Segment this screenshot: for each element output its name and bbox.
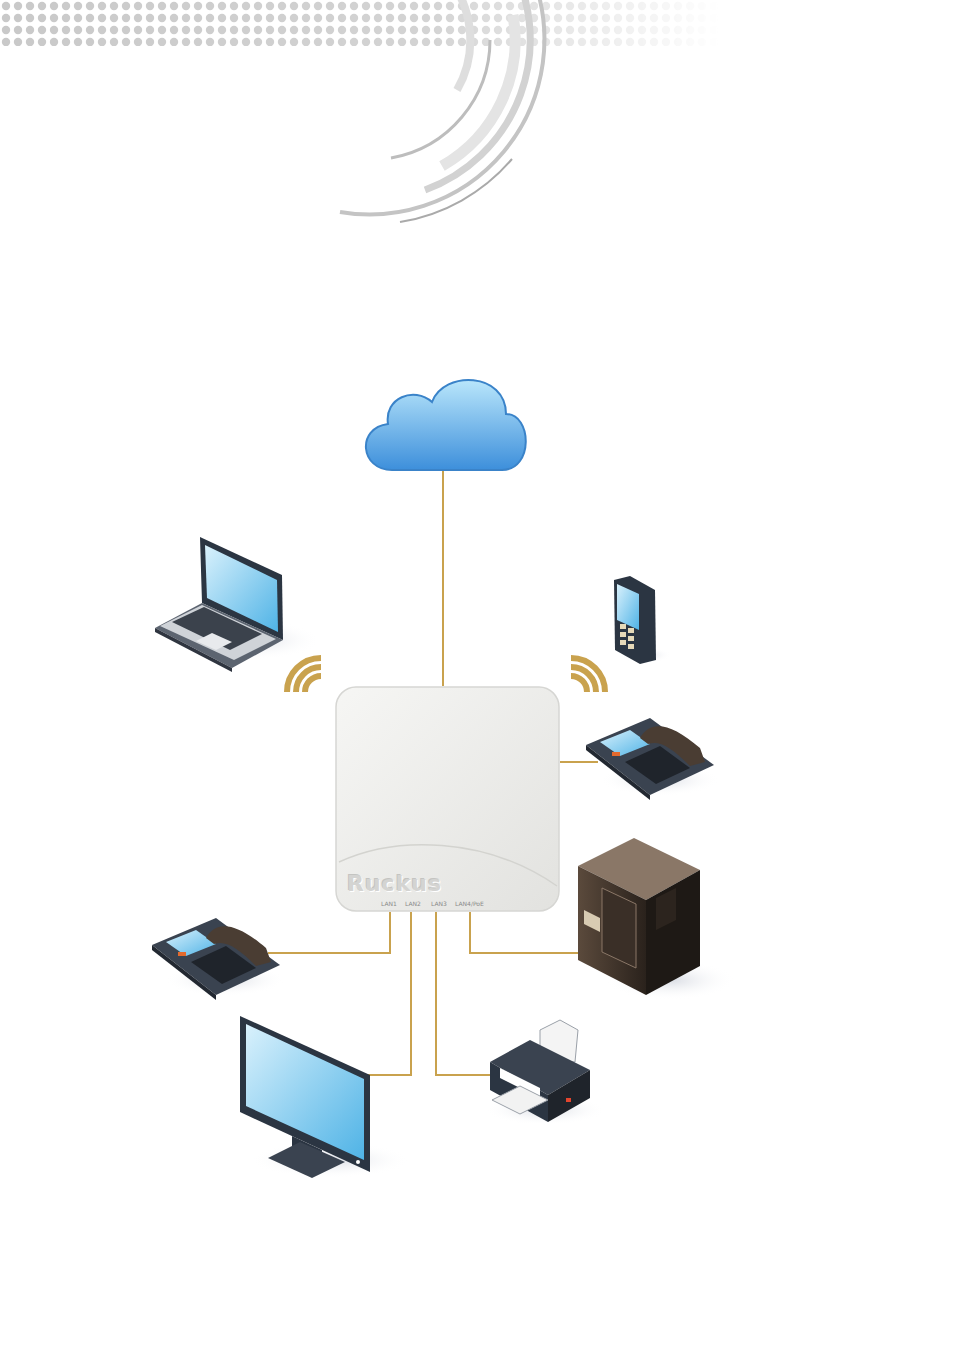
laptop-icon	[155, 537, 320, 672]
access-point-box: RuckusLAN1 LAN2 LAN3 LAN4/PoE	[335, 686, 560, 912]
brand-logo-text: Ruckus	[347, 873, 442, 895]
monitor-icon	[240, 1016, 410, 1178]
cable-lines	[268, 470, 598, 1075]
desk-phone-icon	[152, 918, 285, 1000]
wifi-waves	[287, 646, 605, 692]
port-label: LAN1	[381, 901, 397, 907]
mobile-phone-icon	[614, 576, 671, 664]
port-label: LAN3	[431, 901, 447, 907]
port-label: LAN4/PoE	[455, 901, 484, 907]
dot-band	[0, 0, 720, 46]
header-arcs	[340, 0, 544, 222]
cloud-icon	[366, 380, 526, 470]
server-icon	[578, 838, 735, 1000]
printer-icon	[485, 1020, 605, 1125]
port-label: LAN2	[405, 901, 421, 907]
desk-phone-icon	[586, 718, 720, 800]
